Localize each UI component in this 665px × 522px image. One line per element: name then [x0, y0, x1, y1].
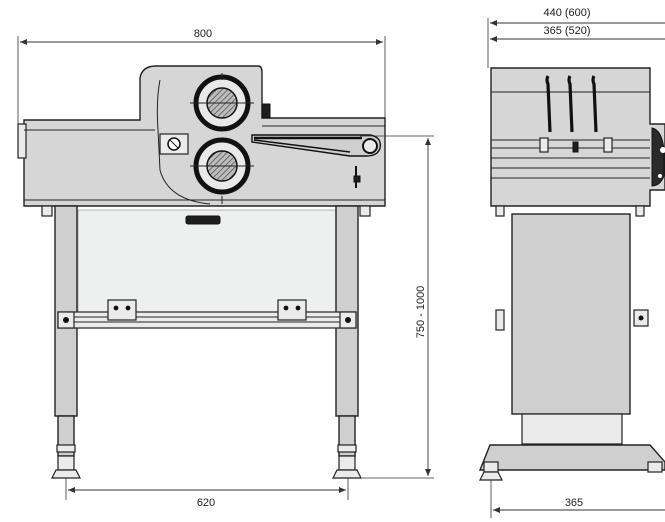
front-slot [185, 215, 221, 225]
dimension-label-440-600: 440 (600) [543, 7, 590, 19]
side-view: 440 (600) 365 (520) [478, 7, 665, 518]
front-panel [77, 209, 341, 316]
lower-roller [190, 137, 254, 204]
dimension-label-620: 620 [197, 497, 215, 509]
side-body [490, 67, 665, 207]
dimension-label-800: 800 [194, 28, 212, 40]
front-body [23, 65, 386, 207]
dimension-side-inner-width: 365 (520) [490, 25, 665, 42]
front-side-handle [17, 123, 27, 159]
dimension-side-base: 365 [490, 480, 665, 518]
cross-brace [57, 299, 357, 329]
front-view: 800 [17, 28, 434, 509]
adjust-knob [159, 133, 189, 155]
right-leg [332, 205, 362, 479]
dimension-label-365: 365 [565, 497, 583, 509]
upper-roller [190, 73, 254, 132]
dimension-label-750-1000: 750 - 1000 [415, 286, 427, 339]
paper-guides [539, 75, 613, 153]
dimension-leg-span: 620 [65, 478, 349, 509]
left-leg [51, 205, 81, 479]
dimension-label-365-520: 365 (520) [543, 25, 590, 37]
dimension-side-outer-width: 440 (600) [487, 7, 665, 68]
dimension-front-width: 800 [17, 28, 386, 125]
feed-arm [251, 134, 381, 188]
dimension-height: 750 - 1000 [360, 135, 434, 479]
side-pedestal [478, 213, 665, 481]
